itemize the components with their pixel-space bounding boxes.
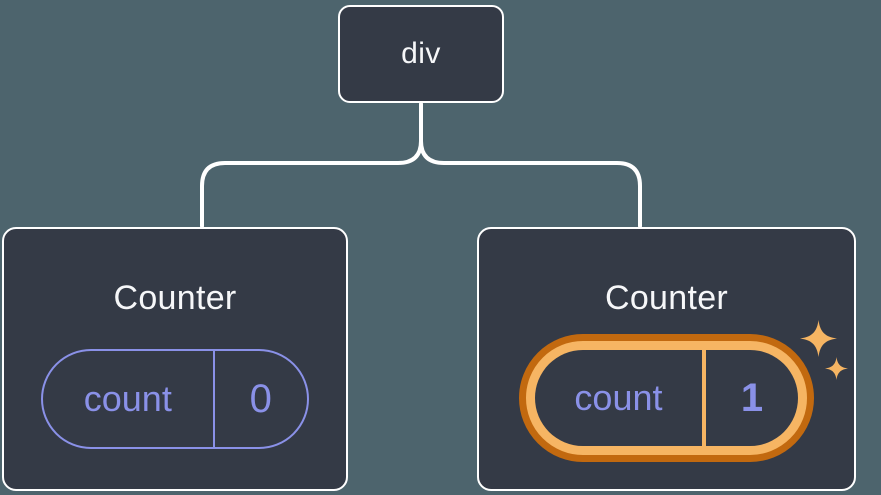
state-pill-inner: count 1 [535, 350, 798, 446]
sparkle-star-large-icon [800, 320, 837, 357]
state-pill-value: 1 [740, 375, 764, 420]
connector-branch-right [419, 139, 642, 228]
state-pill-label: count [43, 351, 215, 447]
state-pill-highlighted: count 1 [519, 334, 814, 462]
counter-card-left: Counter count 0 [2, 227, 348, 491]
sparkle-star-small-icon [825, 357, 848, 380]
state-pill: count 0 [41, 349, 309, 449]
state-pill-label: count [535, 350, 706, 446]
counter-title: Counter [604, 279, 729, 317]
counter-title: Counter [113, 279, 237, 317]
root-node-label: div [401, 37, 441, 70]
root-node-div: div [338, 5, 504, 103]
state-pill-value: 0 [249, 376, 272, 421]
connector-branch-left [200, 139, 423, 228]
counter-card-right: Counter count 1 [477, 227, 856, 491]
